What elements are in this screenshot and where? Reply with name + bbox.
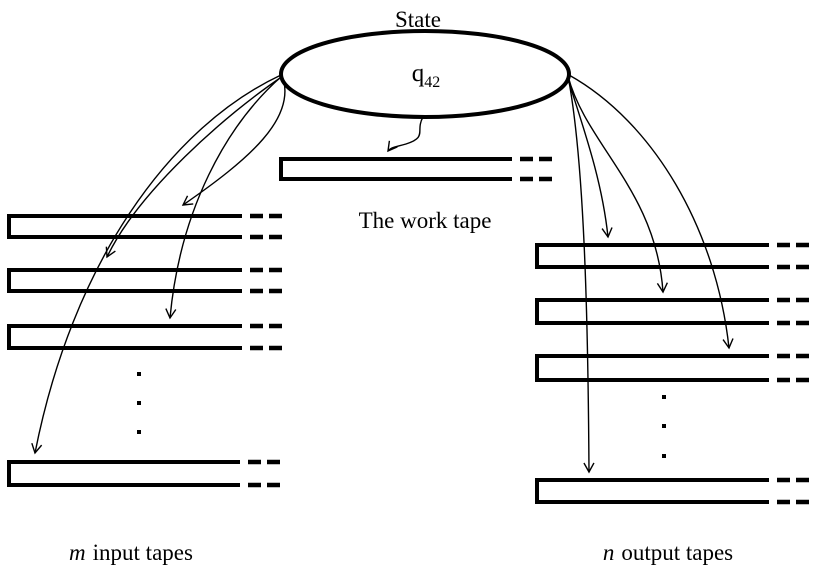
input-tape-2 xyxy=(7,267,285,294)
input-tape-2-body xyxy=(7,268,242,293)
state-symbol-subscript: 42 xyxy=(424,74,440,91)
arrow-state-to-work-tape xyxy=(387,116,424,153)
input-tapes-ellipsis xyxy=(137,372,141,434)
output-tape-4 xyxy=(535,477,812,505)
arrow-state-to-input-tape-2 xyxy=(105,75,284,259)
input-tapes xyxy=(7,213,285,488)
output-tapes-label-text: output tapes xyxy=(621,540,733,565)
arrow-state-to-input-tape-1 xyxy=(181,74,286,206)
output-tape-3-body xyxy=(535,354,769,382)
input-tapes-variable: m xyxy=(69,540,86,565)
output-ellipsis-dot-1 xyxy=(662,395,666,399)
output-tape-2 xyxy=(535,297,812,326)
output-tape-1-body xyxy=(535,243,769,269)
input-ellipsis-dot-1 xyxy=(137,372,141,376)
output-tape-4-body xyxy=(535,478,769,504)
state-symbol: q42 xyxy=(412,60,441,91)
output-tapes-variable: n xyxy=(603,540,615,565)
state-symbol-letter: q xyxy=(412,60,425,87)
arrow-state-to-output-tape-1 xyxy=(566,75,613,239)
output-ellipsis-dot-2 xyxy=(662,424,666,428)
output-ellipsis-dot-3 xyxy=(662,454,666,458)
work-tape-body xyxy=(279,157,512,181)
input-ellipsis-dot-3 xyxy=(137,430,141,434)
input-tapes-label: m input tapes xyxy=(69,540,193,565)
input-tapes-label-text: input tapes xyxy=(93,540,193,565)
arrow-state-to-output-tape-4 xyxy=(567,75,595,474)
arrow-state-to-output-tape-3 xyxy=(568,74,734,350)
output-tape-1 xyxy=(535,242,812,270)
input-tape-4-body xyxy=(7,460,240,487)
arrow-state-to-output-tape-2 xyxy=(567,75,668,294)
input-ellipsis-dot-2 xyxy=(137,401,141,405)
arrow-state-to-input-tape-3 xyxy=(165,75,283,320)
output-tapes-ellipsis xyxy=(662,395,666,458)
input-tape-1-body xyxy=(7,214,242,239)
output-tape-3 xyxy=(535,353,812,383)
output-tapes xyxy=(535,242,812,505)
work-tape-label: The work tape xyxy=(359,208,492,233)
arrows xyxy=(31,74,734,474)
state-caption: State xyxy=(395,7,441,32)
arrow-state-to-input-tape-4 xyxy=(31,74,282,455)
input-tape-3 xyxy=(7,323,285,351)
input-tape-3-body xyxy=(7,324,242,350)
input-tape-4 xyxy=(7,459,285,488)
input-tape-1 xyxy=(7,213,285,240)
state-ellipse xyxy=(279,29,571,119)
output-tape-2-body xyxy=(535,298,769,325)
work-tape xyxy=(279,156,553,182)
